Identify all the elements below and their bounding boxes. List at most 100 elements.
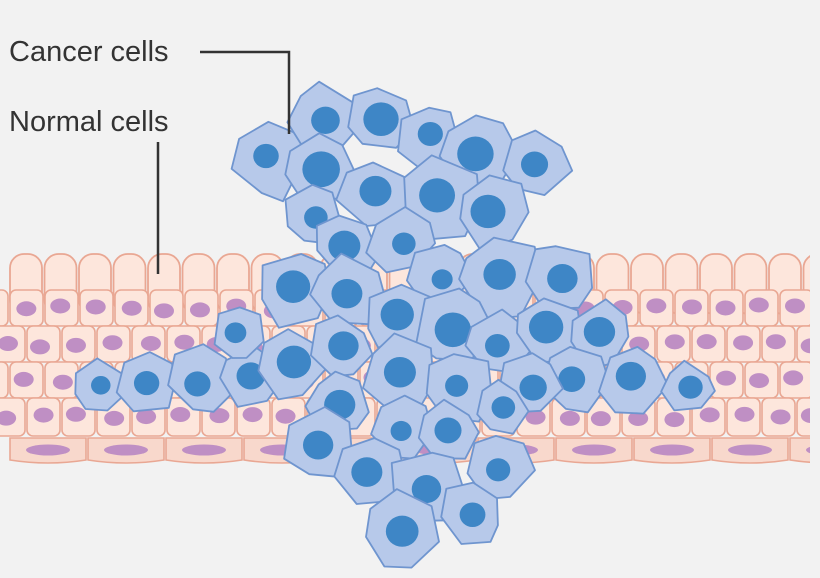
cancer-cell-nucleus	[491, 396, 516, 419]
cancer-cell-nucleus	[311, 106, 340, 134]
normal-cell-nucleus	[153, 303, 174, 319]
cancer-cell-nucleus	[328, 331, 359, 361]
normal-cell-nucleus	[13, 371, 34, 387]
normal-cell-nucleus	[275, 408, 296, 424]
basal-cell-nucleus	[26, 444, 70, 456]
cancer-cell-nucleus	[385, 515, 419, 547]
normal-cell-nucleus	[628, 411, 649, 427]
cancer-cell-nucleus	[486, 458, 511, 482]
basal-cell-nucleus	[182, 444, 226, 456]
cancer-cell-nucleus	[678, 375, 703, 399]
normal-cell-nucleus	[104, 410, 125, 426]
cancer-cell-nucleus	[615, 361, 646, 391]
normal-cell-nucleus	[699, 407, 720, 423]
cancer-cell-nucleus	[359, 175, 392, 207]
normal-cell-nucleus	[716, 370, 737, 386]
cancer-cell-nucleus	[558, 366, 586, 392]
normal-cell-nucleus	[33, 407, 54, 423]
normal-cell-nucleus	[664, 334, 685, 350]
cancer-cell-nucleus	[411, 475, 442, 504]
basal-cell-nucleus	[728, 444, 772, 456]
normal-cell-nucleus	[770, 409, 791, 425]
tissue-edge-mask	[810, 240, 820, 480]
normal-cell-nucleus	[16, 301, 37, 317]
normal-cell-nucleus	[590, 411, 611, 427]
normal-cell-nucleus	[52, 374, 73, 390]
cancer-cell-nucleus	[302, 430, 334, 460]
normal-cell-nucleus	[140, 336, 161, 352]
basal-cell-nucleus	[650, 444, 694, 456]
normal-cell-nucleus	[681, 299, 702, 315]
normal-cell-nucleus	[696, 334, 717, 350]
normal-cell-nucleus	[50, 298, 71, 314]
cancer-cell-nucleus	[547, 264, 578, 294]
normal-cell-nucleus	[102, 335, 123, 351]
normal-cell-nucleus	[0, 410, 17, 426]
normal-cell-nucleus	[715, 300, 736, 316]
cancer-cell-nucleus	[253, 143, 279, 169]
normal-cell-nucleus	[525, 409, 546, 425]
normal-cell	[0, 361, 9, 399]
cancer-cell-nucleus	[390, 420, 412, 442]
cancer-cell-nucleus	[445, 374, 469, 397]
cancer-cell-nucleus	[276, 270, 311, 303]
normal-cell-nucleus	[664, 412, 685, 428]
normal-cell-nucleus	[646, 298, 667, 314]
cancer-cell-nucleus	[419, 178, 456, 213]
cancer-cell-nucleus	[483, 259, 516, 290]
normal-cell-nucleus	[85, 299, 106, 315]
cancer-cells-leader-line	[200, 50, 291, 134]
cancer-cell-nucleus	[434, 312, 471, 348]
cancer-cell-nucleus	[302, 151, 340, 188]
normal-cell-nucleus	[121, 300, 142, 316]
cancer-cell-cluster	[74, 80, 716, 569]
cancer-cell-nucleus	[519, 374, 547, 401]
normal-cell-nucleus	[189, 302, 210, 318]
cancer-cell-nucleus	[351, 457, 383, 487]
cancer-cell-nucleus	[383, 356, 416, 388]
basal-cell-nucleus	[572, 444, 616, 456]
cancer-cell-nucleus	[457, 136, 494, 172]
normal-cell	[0, 289, 9, 327]
cancer-cell-nucleus	[133, 371, 160, 396]
cancer-cell-nucleus	[276, 345, 312, 379]
normal-cell-nucleus	[734, 406, 755, 422]
normal-cells-label: Normal cells	[9, 106, 169, 138]
normal-cell-nucleus	[783, 370, 804, 386]
cancer-cell-nucleus	[363, 102, 399, 136]
cancer-cell-nucleus	[91, 375, 111, 395]
cancer-cell-nucleus	[331, 278, 363, 309]
normal-cell-nucleus	[170, 407, 191, 423]
cancer-cell-nucleus	[224, 322, 247, 344]
cancer-cell-nucleus	[459, 502, 486, 528]
cancer-cell-nucleus	[528, 310, 564, 344]
cancer-cell-nucleus	[380, 298, 414, 331]
normal-cell-nucleus	[136, 409, 157, 425]
normal-cell-nucleus	[30, 339, 51, 355]
normal-cell-nucleus	[65, 337, 86, 353]
normal-cell-nucleus	[748, 297, 769, 313]
cancer-cell-nucleus	[520, 151, 549, 178]
cancer-cell-nucleus	[328, 230, 361, 262]
normal-cell-nucleus	[0, 336, 18, 352]
cancer-cell-nucleus	[431, 269, 453, 290]
cancer-cell-nucleus	[392, 232, 416, 255]
normal-cell-nucleus	[733, 335, 754, 351]
basal-cell-nucleus	[104, 444, 148, 456]
cancer-cells-label: Cancer cells	[9, 36, 169, 68]
cancer-cell-nucleus	[184, 371, 211, 397]
cancer-cell-nucleus	[417, 122, 443, 146]
label-leader-lines	[156, 50, 291, 274]
normal-cell-nucleus	[242, 407, 263, 423]
normal-cell-nucleus	[559, 410, 580, 426]
normal-cell-nucleus	[65, 406, 86, 422]
cancer-cell-nucleus	[485, 334, 510, 358]
normal-cell-nucleus	[765, 334, 786, 350]
cancer-cell-nucleus	[470, 194, 506, 229]
normal-cell-nucleus	[174, 334, 195, 350]
cancer-cell-nucleus	[434, 417, 462, 444]
normal-cell-nucleus	[784, 298, 805, 314]
normal-cell-nucleus	[749, 373, 770, 389]
